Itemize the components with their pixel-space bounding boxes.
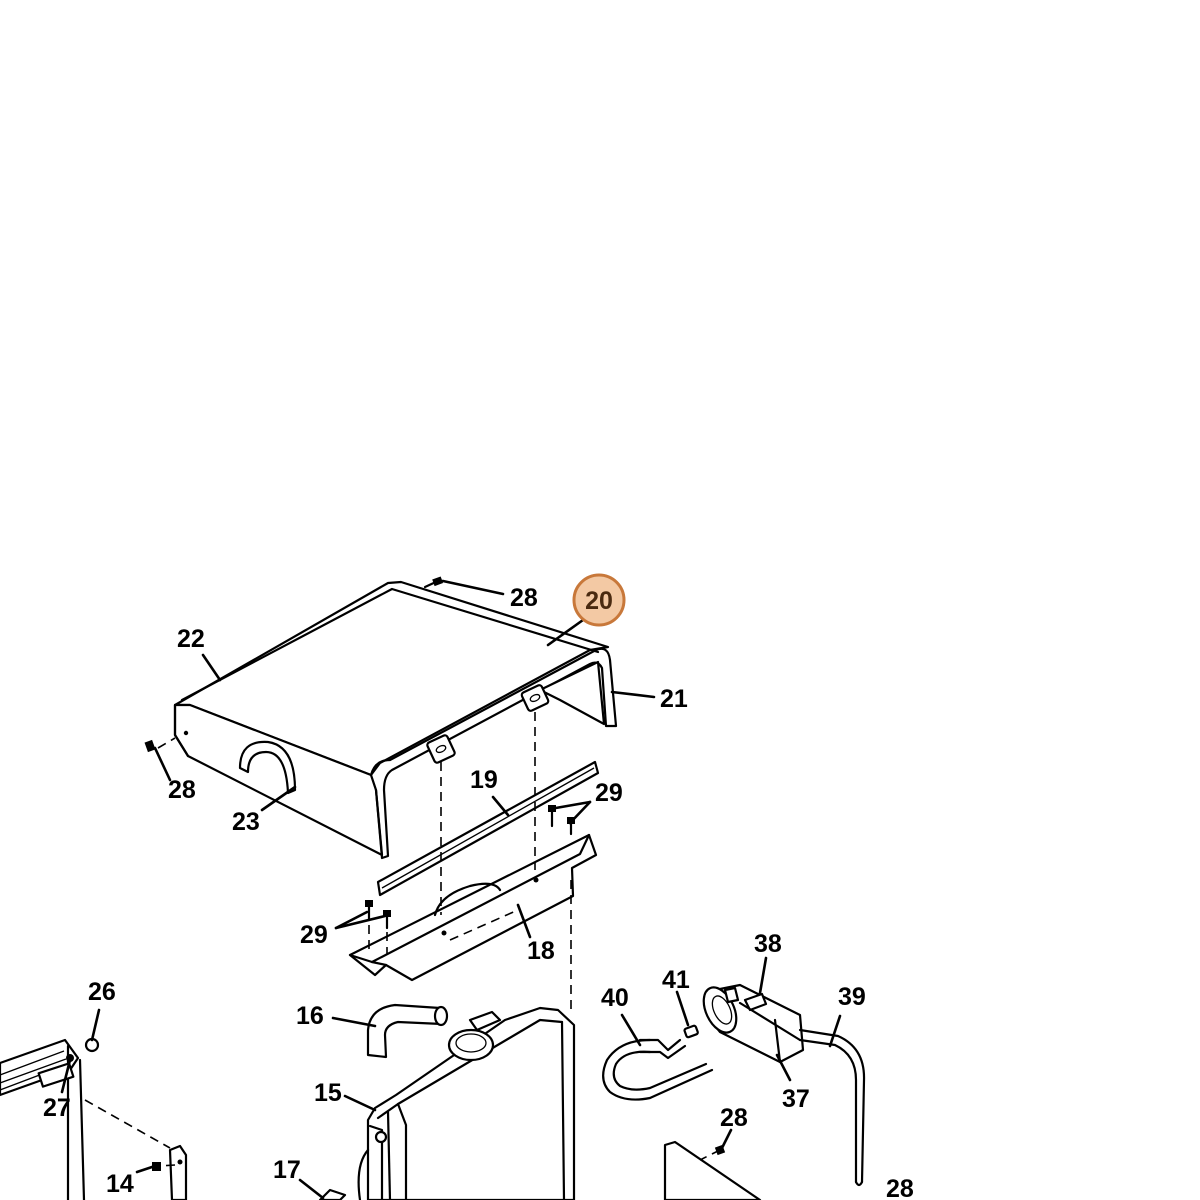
callout-37[interactable]: 37: [782, 1085, 810, 1113]
callout-15[interactable]: 15: [314, 1079, 342, 1107]
callout-16[interactable]: 16: [296, 1002, 324, 1030]
reserve-tank-38: [702, 983, 805, 1064]
bolts-29-lower: [365, 900, 391, 955]
callout-28[interactable]: 28: [886, 1175, 914, 1200]
bracket-18: [348, 833, 598, 982]
hose-16: [366, 1003, 449, 1059]
bracket-14: [84, 1099, 188, 1200]
part-17: [318, 1188, 347, 1200]
callout-17[interactable]: 17: [273, 1156, 301, 1184]
lower-bracket: [663, 1140, 762, 1200]
overflow-tube-40: [602, 1038, 714, 1101]
radiator-15: [357, 1006, 576, 1200]
callout-38[interactable]: 38: [754, 930, 782, 958]
highlight-circle: [572, 573, 626, 627]
seal-strip-19: [376, 760, 600, 897]
callout-41[interactable]: 41: [662, 966, 690, 994]
callout-29[interactable]: 29: [595, 779, 623, 807]
callout-27[interactable]: 27: [43, 1094, 71, 1122]
callout-22[interactable]: 22: [177, 625, 205, 653]
leader-lines: [60, 579, 842, 1200]
callout-28[interactable]: 28: [168, 776, 196, 804]
bolt-28-top: [423, 576, 444, 589]
top-cover-assembly: [173, 580, 618, 860]
callout-40[interactable]: 40: [601, 984, 629, 1012]
callout-labels: 28 22 21 28 23 19 29 29 18 38 26 16 40 4…: [43, 584, 914, 1200]
callout-28[interactable]: 28: [510, 584, 538, 612]
hose-39: [798, 1028, 866, 1187]
callout-26[interactable]: 26: [88, 978, 116, 1006]
bolt-28-left: [144, 737, 176, 753]
callout-20-highlight[interactable]: 20: [572, 573, 626, 627]
callout-20-label: 20: [585, 587, 613, 615]
callout-18[interactable]: 18: [527, 937, 555, 965]
callout-23[interactable]: 23: [232, 808, 260, 836]
callout-39[interactable]: 39: [838, 983, 866, 1011]
callout-14[interactable]: 14: [106, 1170, 134, 1198]
callout-28[interactable]: 28: [720, 1104, 748, 1132]
callout-19[interactable]: 19: [470, 766, 498, 794]
callout-21[interactable]: 21: [660, 685, 688, 713]
left-shroud-27: [0, 1038, 86, 1200]
clip-41: [683, 1024, 699, 1039]
callout-29[interactable]: 29: [300, 921, 328, 949]
